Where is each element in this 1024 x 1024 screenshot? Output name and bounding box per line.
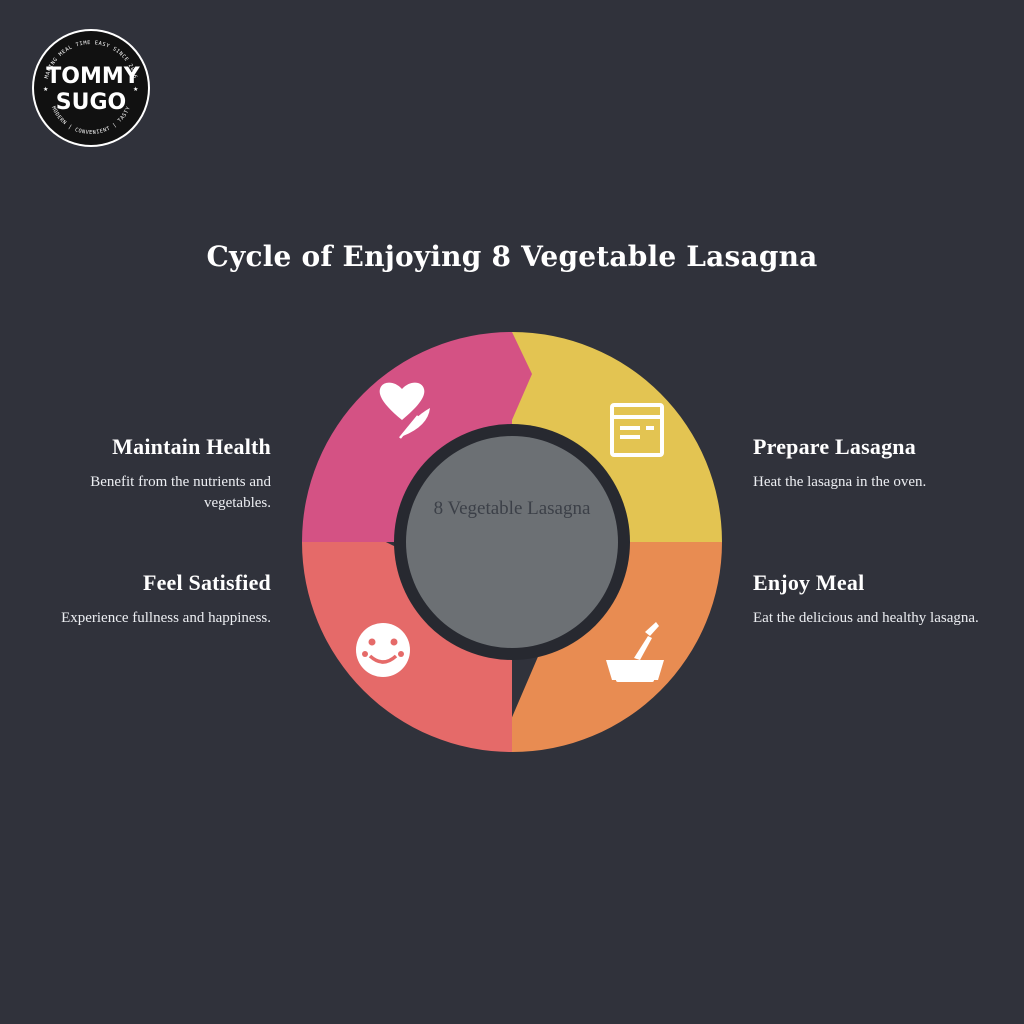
happy-face-icon: [356, 623, 410, 677]
oven-icon: [610, 403, 664, 457]
step-description: Eat the delicious and healthy lasagna.: [753, 610, 979, 626]
step-feel-satisfied: Feel Satisfied Experience fullness and h…: [31, 570, 271, 629]
bowl-fork-icon: [606, 622, 664, 682]
star-icon: ★: [133, 86, 138, 93]
center-label: 8 Vegetable Lasagna: [433, 498, 591, 519]
step-description: Benefit from the nutrients and vegetable…: [90, 474, 271, 511]
step-title: Enjoy Meal: [753, 570, 865, 595]
page-title: Cycle of Enjoying 8 Vegetable Lasagna: [206, 240, 818, 273]
segment-maintain: [302, 332, 532, 542]
tommy-sugo-logo: MAKING MEAL TIME EASY SINCE 2016 MODERN …: [32, 29, 150, 147]
step-description: Heat the lasagna in the oven.: [753, 474, 927, 490]
heart-leaf-icon: [379, 382, 430, 439]
segment-satisfied: [302, 522, 512, 752]
step-prepare-lasagna: Prepare Lasagna Heat the lasagna in the …: [753, 434, 993, 493]
step-title: Maintain Health: [112, 434, 271, 459]
segment-enjoy: [498, 542, 722, 752]
step-title: Prepare Lasagna: [753, 434, 916, 459]
hub-circle: [406, 436, 618, 648]
step-maintain-health: Maintain Health Benefit from the nutrien…: [31, 434, 271, 514]
logo-line-2: SUGO: [56, 90, 126, 115]
segment-prepare: [512, 332, 722, 573]
star-icon: ★: [43, 86, 48, 93]
step-title: Feel Satisfied: [142, 570, 271, 595]
logo-line-1: TOMMY: [46, 64, 140, 89]
step-enjoy-meal: Enjoy Meal Eat the delicious and healthy…: [753, 570, 993, 629]
step-description: Experience fullness and happiness.: [61, 610, 271, 626]
